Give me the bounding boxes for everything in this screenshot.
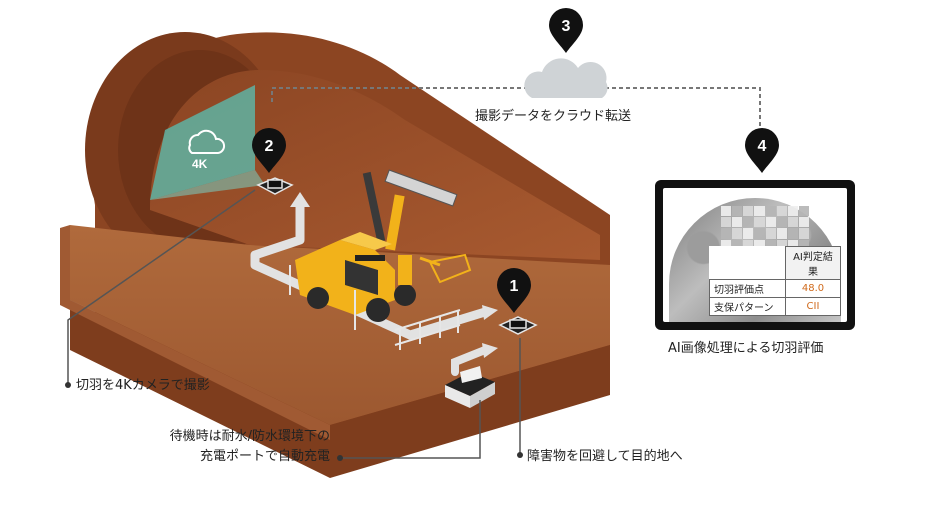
ai-monitor: AI判定結果 切羽評価点 48.0 支保パターン CII: [655, 180, 855, 330]
marker-1: 1: [497, 268, 531, 313]
label-obstacle: 障害物を回避して目的地へ: [527, 449, 683, 464]
cloud-icon: [524, 58, 608, 98]
leader-lines: [67, 189, 521, 459]
path-arrow-right: [482, 305, 498, 320]
label-charging-2: 充電ポートで自動充電: [199, 449, 330, 464]
label-camera: 切羽を4Kカメラで撮影: [76, 378, 210, 393]
path-arrow-up: [290, 192, 310, 207]
screen-4k-text: 4K: [192, 157, 208, 171]
projection-beam: [150, 170, 265, 200]
ai-table-row: 支保パターン CII: [709, 297, 841, 316]
label-ai-eval: AI画像処理による切羽評価: [668, 341, 824, 356]
ai-row-label-support: 支保パターン: [709, 297, 786, 316]
camera-robot-2: [256, 177, 294, 195]
leader-dot-camera: [65, 382, 71, 388]
marker-3: 3: [549, 8, 583, 53]
drill-jumbo: [295, 169, 472, 322]
ai-row-label-score: 切羽評価点: [709, 279, 786, 298]
tunnel-front-top: [60, 225, 330, 440]
charging-arrow: [451, 346, 489, 376]
leader-dot-obstacle: [517, 452, 523, 458]
projection-screen: [150, 85, 255, 200]
inspection-robot-1: [498, 316, 538, 335]
ai-row-value-support: CII: [785, 297, 841, 316]
ai-table-header-row: AI判定結果: [709, 246, 841, 280]
robot-path: [250, 200, 490, 340]
marker-2: 2: [252, 128, 286, 173]
charging-arrow-head: [482, 343, 498, 358]
tunnel-vault: [150, 70, 600, 260]
ai-row-value-score: 48.0: [785, 279, 841, 298]
ai-result-table: AI判定結果 切羽評価点 48.0 支保パターン CII: [709, 246, 841, 316]
marker-3-label: 3: [562, 18, 571, 35]
marker-4: 4: [745, 128, 779, 173]
leader-dot-charging: [337, 455, 343, 461]
marker-2-label: 2: [265, 138, 274, 155]
label-charging-1: 待機時は耐水/防水環境下の: [169, 429, 330, 444]
label-cloud-transfer: 撮影データをクラウド転送: [475, 109, 632, 124]
ai-table-row: 切羽評価点 48.0: [709, 279, 841, 298]
charging-port: [445, 366, 495, 408]
cloud-4k-icon: [188, 129, 226, 154]
tunnel-front-cut: [70, 300, 610, 478]
ai-monitor-screen: AI判定結果 切羽評価点 48.0 支保パターン CII: [663, 188, 847, 322]
fence: [289, 265, 461, 350]
marker-1-label: 1: [510, 278, 519, 295]
cloud-link-dashed: [271, 87, 761, 130]
ai-table-header: AI判定結果: [785, 246, 841, 280]
marker-4-label: 4: [758, 138, 767, 155]
